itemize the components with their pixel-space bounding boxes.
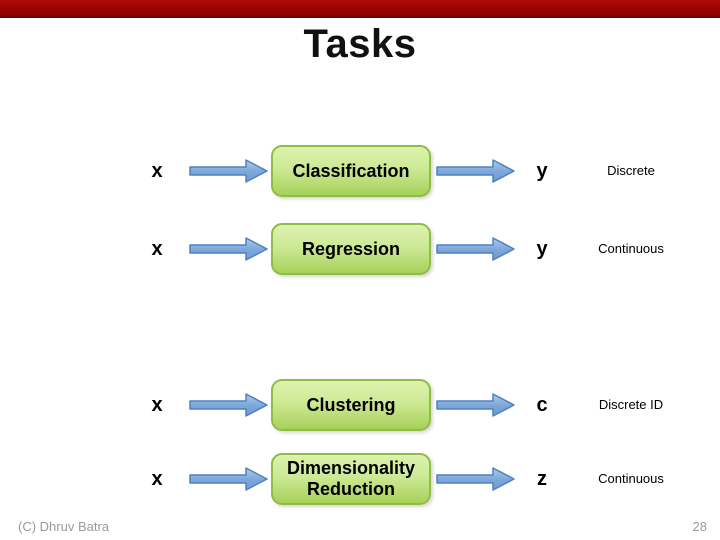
slide-title: Tasks — [303, 22, 417, 66]
arrow-right-icon — [189, 159, 268, 183]
arrow-right-icon — [436, 393, 515, 417]
arrow-right-icon — [189, 393, 268, 417]
arrow-right-icon — [436, 467, 515, 491]
task-box: Clustering — [271, 379, 431, 431]
task-row-dimensionality-reduction: x Dimensionality Reduction z Continuous — [0, 453, 720, 505]
output-type-label: Continuous — [598, 471, 664, 486]
task-row-regression: x Regression y Continuous — [0, 223, 720, 275]
task-box: Classification — [271, 145, 431, 197]
task-box-label: Regression — [301, 238, 401, 259]
output-variable-label: y — [536, 238, 548, 260]
arrow-right-icon — [189, 237, 268, 261]
arrow-right-icon — [189, 467, 268, 491]
slide-accent-bar — [0, 0, 720, 18]
output-type-label: Continuous — [598, 241, 664, 256]
task-box-label: Classification — [292, 160, 410, 181]
output-type-label: Discrete — [607, 163, 655, 178]
task-box-label: Clustering — [306, 394, 396, 415]
output-variable-label: c — [536, 394, 548, 416]
task-box-label: Dimensionality Reduction — [286, 458, 416, 499]
output-variable-label: z — [537, 468, 547, 490]
copyright-text: (C) Dhruv Batra — [18, 519, 110, 534]
task-box: Dimensionality Reduction — [271, 453, 431, 505]
task-row-clustering: x Clustering c Discrete ID — [0, 379, 720, 431]
task-box: Regression — [271, 223, 431, 275]
arrow-right-icon — [436, 237, 515, 261]
task-row-classification: x Classification y Discrete — [0, 145, 720, 197]
input-variable-label: x — [151, 468, 163, 490]
slide-page-number: 28 — [692, 519, 707, 534]
input-variable-label: x — [151, 394, 163, 416]
arrow-right-icon — [436, 159, 515, 183]
input-variable-label: x — [151, 238, 163, 260]
output-type-label: Discrete ID — [598, 397, 664, 412]
input-variable-label: x — [151, 160, 163, 182]
output-variable-label: y — [536, 160, 548, 182]
